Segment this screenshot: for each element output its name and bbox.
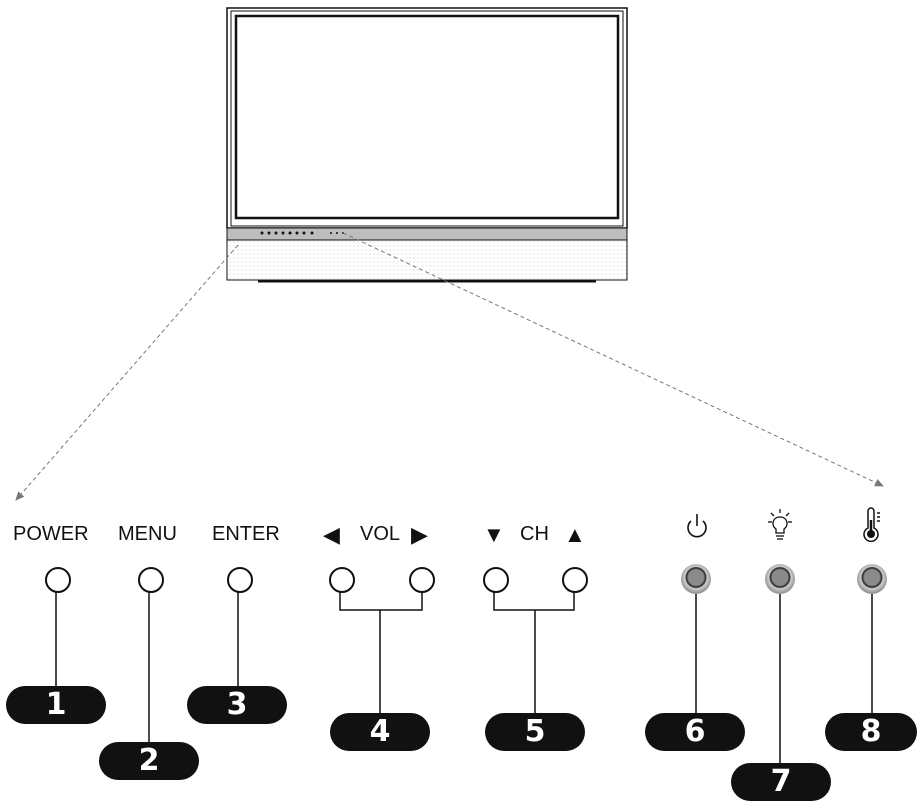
tv-illustration bbox=[226, 7, 628, 283]
ch-up-symbol: ▲ bbox=[564, 522, 586, 547]
left-leader-arrow bbox=[15, 244, 239, 501]
menu-label: MENU bbox=[118, 523, 177, 545]
enter-button[interactable] bbox=[227, 567, 253, 593]
ch-label: CH bbox=[520, 523, 549, 545]
power-indicator-led bbox=[681, 564, 711, 594]
temp-indicator-led bbox=[857, 564, 887, 594]
callout-4: 4 bbox=[330, 713, 430, 751]
ch-down-button[interactable] bbox=[483, 567, 509, 593]
thermometer-icon bbox=[863, 507, 880, 543]
vol-down-button[interactable] bbox=[329, 567, 355, 593]
vol-label: VOL bbox=[360, 523, 401, 545]
callout-8: 8 bbox=[825, 713, 917, 751]
ch-up-button[interactable] bbox=[562, 567, 588, 593]
enter-label: ENTER bbox=[212, 523, 280, 545]
right-leader-arrow bbox=[342, 232, 884, 487]
callout-5: 5 bbox=[485, 713, 585, 751]
callout-3: 3 bbox=[187, 686, 287, 724]
vol-up-button[interactable] bbox=[409, 567, 435, 593]
lamp-indicator-led bbox=[765, 564, 795, 594]
vol-left-symbol: ◀ bbox=[323, 522, 340, 547]
callout-6: 6 bbox=[645, 713, 745, 751]
power-standby-icon bbox=[687, 514, 707, 538]
ch-down-symbol: ▼ bbox=[483, 522, 505, 547]
callout-lines bbox=[55, 592, 873, 767]
power-label: POWER bbox=[13, 523, 89, 545]
callout-7: 7 bbox=[731, 763, 831, 801]
menu-button[interactable] bbox=[138, 567, 164, 593]
vol-right-symbol: ▶ bbox=[411, 522, 428, 547]
lamp-icon bbox=[768, 509, 792, 540]
callout-1: 1 bbox=[6, 686, 106, 724]
power-button[interactable] bbox=[45, 567, 71, 593]
callout-2: 2 bbox=[99, 742, 199, 780]
